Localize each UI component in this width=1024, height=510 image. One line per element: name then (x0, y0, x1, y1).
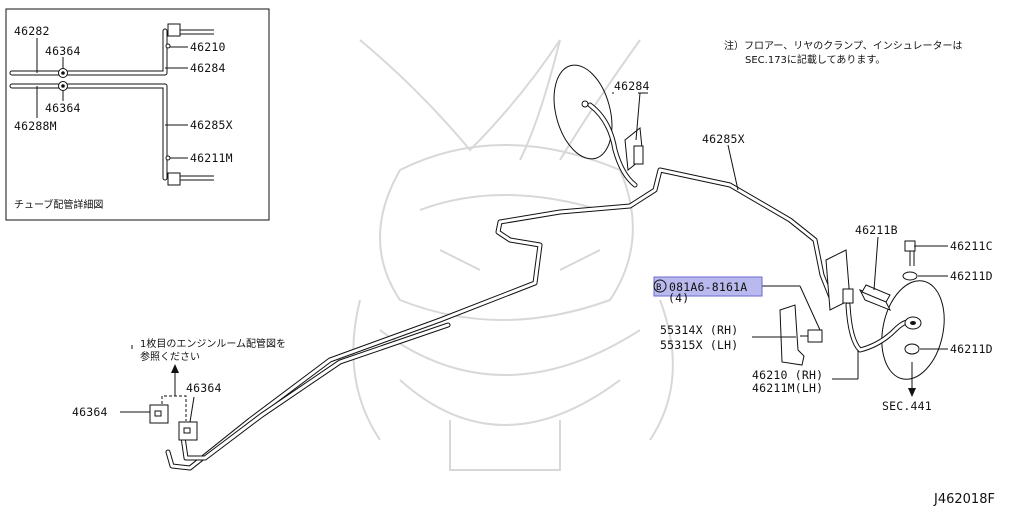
label-46211M: 46211M(LH) (752, 381, 823, 395)
inset-label-46288M: 46288M (14, 119, 57, 133)
label-sec441: SEC.441 (882, 399, 932, 413)
inset-label-46364-top: 46364 (45, 44, 81, 58)
label-46211B: 46211B (855, 223, 898, 237)
inset-label-46211M: 46211M (190, 151, 233, 165)
label-46211D-top: 46211D (950, 269, 993, 283)
label-46284: 46284 (614, 79, 650, 93)
label-46364-b: 46364 (186, 381, 222, 395)
label-46210: 46210 (RH) (752, 368, 823, 382)
inset-label-46282: 46282 (14, 24, 50, 38)
inset-label-46210: 46210 (190, 40, 226, 54)
front-right-assembly (635, 92, 948, 397)
engine-note-line-1: 1枚目のエンジンルーム配管図を (140, 337, 286, 350)
note-line-1: 注）フロアー、リヤのクランプ、インシュレーターは (724, 39, 963, 52)
bolt-part-callout[interactable]: B 081A6-8161A (653, 276, 763, 297)
watermark-emblem (352, 39, 674, 471)
figure-code: J462018F (933, 492, 995, 507)
label-46364-a: 46364 (72, 405, 108, 419)
inset-label-46284: 46284 (190, 61, 226, 75)
bolt-circle-letter: B (656, 283, 662, 293)
hose-46284 (553, 64, 644, 188)
engine-note-line-2: 参照ください (140, 350, 200, 363)
left-fittings-46364 (120, 345, 198, 441)
inset-caption: チューブ配管詳細図 (14, 198, 103, 211)
label-bolt-part[interactable]: 081A6-8161A (669, 280, 747, 294)
label-bolt-qty: (4) (668, 291, 689, 305)
label-55314X: 55314X (RH) (660, 323, 738, 337)
tube-detail-inset (5, 8, 270, 221)
label-55315X: 55315X (LH) (660, 338, 738, 352)
inset-label-46364-bot: 46364 (45, 101, 81, 115)
main-brake-tube (165, 167, 835, 471)
label-46211D-bot: 46211D (950, 342, 993, 356)
label-46211C: 46211C (950, 239, 993, 253)
label-46285X: 46285X (702, 132, 745, 146)
note-line-2: SEC.173に記載してあります。 (745, 53, 885, 66)
bolt-circle-marker (653, 279, 667, 293)
inset-label-46285X: 46285X (190, 118, 233, 132)
